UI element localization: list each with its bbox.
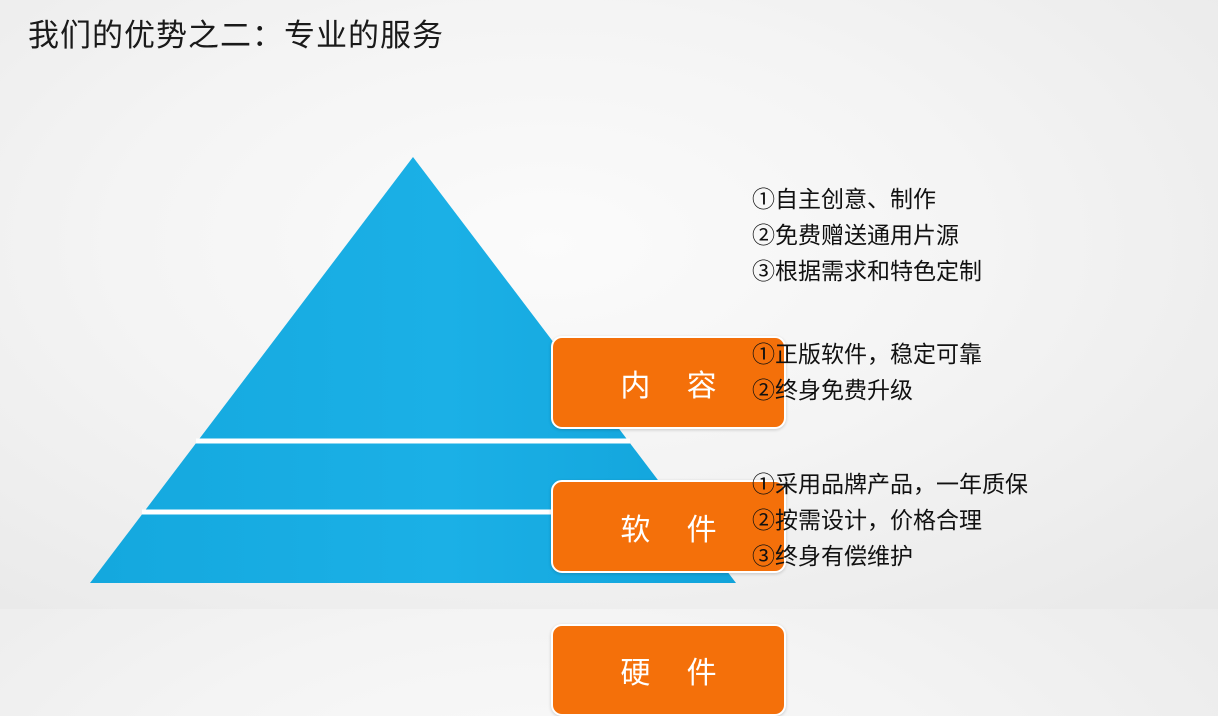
detail-line: ①自主创意、制作 [752,186,936,212]
detail-line: ①采用品牌产品，一年质保 [752,471,1028,497]
detail-line: ②按需设计，价格合理 [752,507,982,533]
detail-line: ②免费赠送通用片源 [752,222,959,248]
page-title: 我们的优势之二：专业的服务 [28,18,444,53]
level-details-2: ①采用品牌产品，一年质保 ②按需设计，价格合理 ③终身有偿维护 [752,466,1028,574]
pyramid-level-label-1[interactable]: 软 件 [551,480,786,573]
detail-line: ③根据需求和特色定制 [752,258,982,284]
level-details-0: ①自主创意、制作 ②免费赠送通用片源 ③根据需求和特色定制 [752,181,982,289]
slide: 我们的优势之二：专业的服务 内 容 软 件 [28,18,1028,716]
detail-line: ②终身免费升级 [752,377,913,403]
level-details-1: ①正版软件，稳定可靠 ②终身免费升级 [752,336,982,408]
pyramid-level-label-2[interactable]: 硬 件 [551,624,786,716]
detail-line: ③终身有偿维护 [752,543,913,569]
pyramid-level-label-0[interactable]: 内 容 [551,336,786,429]
pyramid-diagram: 内 容 软 件 硬 件 [88,155,786,716]
detail-line: ①正版软件，稳定可靠 [752,341,982,367]
